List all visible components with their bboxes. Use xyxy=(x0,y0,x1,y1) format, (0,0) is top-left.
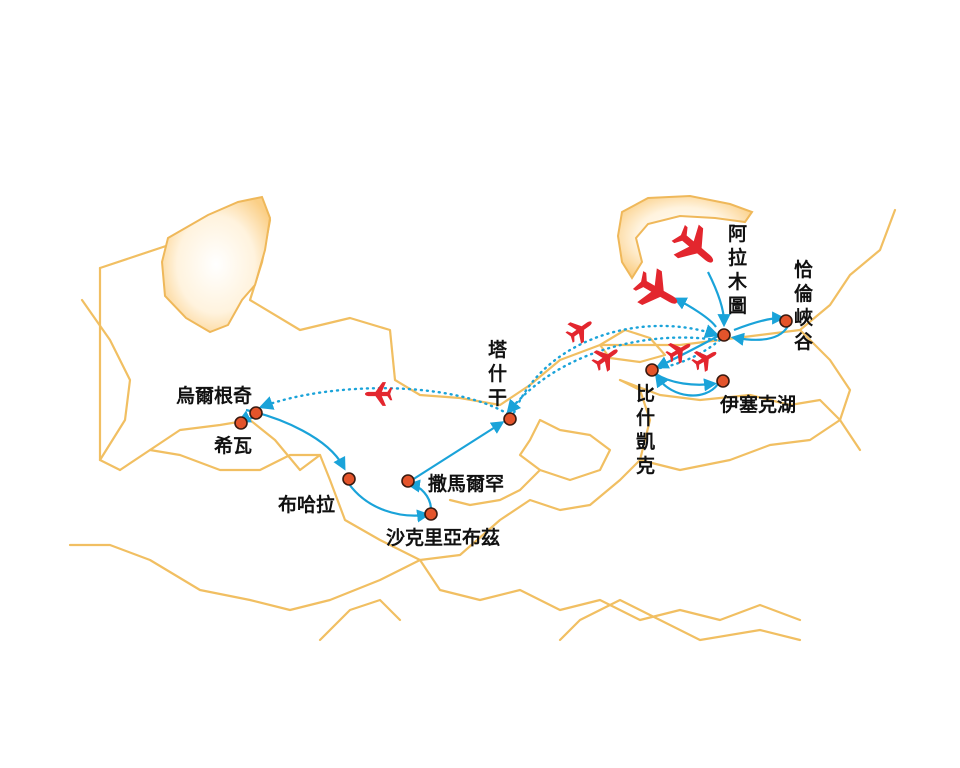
label-tashkent: 塔 什 干 xyxy=(488,338,508,409)
label-charyn-char: 恰 xyxy=(794,258,813,281)
border-tajik xyxy=(418,558,802,622)
city-labels: 烏爾根奇 希瓦 布哈拉 沙克里亞布茲 撒馬爾罕 塔 什 干 阿 拉 木 圖 恰 … xyxy=(176,223,814,549)
label-almaty-char: 阿 xyxy=(728,223,747,245)
city-dot xyxy=(645,363,659,377)
label-almaty: 阿 拉 木 圖 xyxy=(727,223,748,317)
label-tashkent-char: 什 xyxy=(488,362,507,385)
flight-routes xyxy=(258,324,722,420)
label-bishkek-char: 什 xyxy=(636,406,655,429)
label-bishkek: 比 什 凱 克 xyxy=(636,383,655,477)
route-khiva-bukhara xyxy=(245,408,346,471)
border-fergana xyxy=(448,468,542,507)
label-charyn-char: 倫 xyxy=(794,282,814,305)
label-charyn-char: 峽 xyxy=(794,306,814,329)
city-dot xyxy=(503,412,517,426)
border-south-b xyxy=(558,598,802,642)
city-dot xyxy=(717,328,731,342)
city-dot xyxy=(401,474,415,488)
city-dot xyxy=(779,314,793,328)
flight-almaty-tashkent xyxy=(506,336,718,415)
planes xyxy=(365,217,726,406)
flight-tashkent-almaty xyxy=(510,324,720,420)
border-south-a xyxy=(318,598,402,642)
plane-icon xyxy=(365,382,393,406)
route-north-almaty xyxy=(707,271,731,328)
label-bukhara: 布哈拉 xyxy=(278,493,335,516)
flight-tashkent-urgench xyxy=(258,386,510,416)
city-dot xyxy=(249,406,263,420)
route-almaty-charyn xyxy=(733,311,786,332)
route-bukhara-shakhrisabz xyxy=(348,483,431,523)
city-dot xyxy=(424,507,438,521)
route-charyn-almaty xyxy=(730,325,789,346)
label-almaty-char: 拉 xyxy=(728,246,747,269)
label-charyn: 恰 倫 峽 谷 xyxy=(794,258,814,353)
border-china xyxy=(638,328,852,472)
ground-routes xyxy=(237,271,789,523)
label-tashkent-char: 塔 xyxy=(488,338,508,361)
border-kyrgyz xyxy=(518,418,612,482)
label-charyn-char: 谷 xyxy=(794,331,814,353)
border-uzbek-south xyxy=(118,378,652,562)
label-almaty-char: 木 xyxy=(727,270,748,293)
label-almaty-char: 圖 xyxy=(728,295,747,317)
route-shakhrisabz-samarkand xyxy=(406,479,433,509)
label-bishkek-char: 比 xyxy=(636,383,655,405)
label-bishkek-char: 凱 xyxy=(636,431,655,453)
route-issykkul-bishkek xyxy=(654,373,719,397)
route-almaty-north xyxy=(673,297,717,328)
city-dot xyxy=(234,416,248,430)
route-samarkand-tashkent xyxy=(411,421,505,481)
label-shakhrisabz: 沙克里亞布茲 xyxy=(386,526,500,549)
route-almaty-bishkek xyxy=(655,335,719,369)
route-bishkek-issykkul xyxy=(655,373,718,392)
plane-icon xyxy=(562,312,599,348)
city-dot xyxy=(716,374,730,388)
border-turkmen xyxy=(68,543,422,612)
label-urgench: 烏爾根奇 xyxy=(176,384,252,407)
border-kyrgyz-east xyxy=(618,378,862,452)
label-tashkent-char: 干 xyxy=(488,387,507,409)
border-caspian xyxy=(80,298,132,472)
city-dot xyxy=(342,472,356,486)
label-bishkek-char: 克 xyxy=(636,454,655,477)
label-samarkand: 撒馬爾罕 xyxy=(428,472,504,495)
aral-region xyxy=(160,195,272,334)
label-issyk-kul: 伊塞克湖 xyxy=(719,393,796,416)
label-khiva: 希瓦 xyxy=(214,434,252,457)
plane-icon xyxy=(665,217,726,277)
balkhash-region xyxy=(616,194,754,280)
flight-almaty-bishkek xyxy=(658,338,722,370)
city-dots xyxy=(234,314,793,521)
